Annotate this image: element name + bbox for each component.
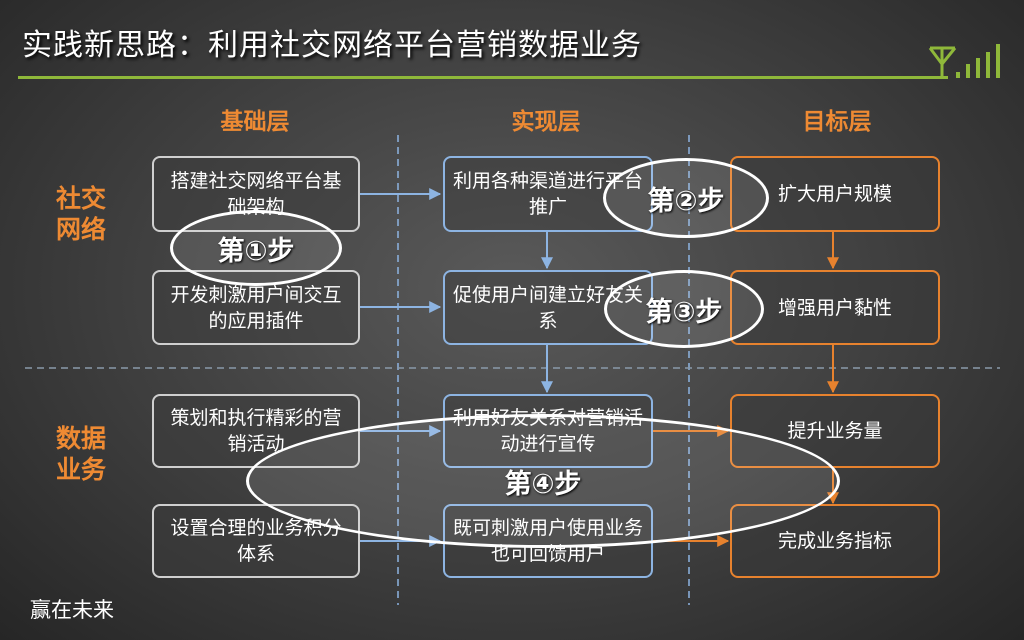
base-box-4: 设置合理的业务积分体系 — [152, 504, 360, 578]
goal-box-4: 完成业务指标 — [730, 504, 940, 578]
page-title: 实践新思路：利用社交网络平台营销数据业务 — [22, 28, 642, 63]
step-1-ellipse: 第①步 — [170, 210, 342, 286]
goal-box-2: 增强用户黏性 — [730, 270, 940, 345]
step-3-ellipse: 第③步 — [604, 270, 764, 348]
title-underline — [18, 76, 948, 79]
base-box-3: 策划和执行精彩的营销活动 — [152, 394, 360, 468]
row-header-data: 数据业务 — [56, 424, 107, 484]
row-header-social: 社交网络 — [56, 184, 107, 244]
column-header-goal: 目标层 — [802, 109, 872, 135]
footer-slogan: 赢在未来 — [30, 598, 114, 622]
column-header-impl: 实现层 — [511, 109, 581, 135]
step-4-ellipse: 第④步 — [246, 414, 840, 548]
step-2-ellipse: 第②步 — [603, 158, 769, 238]
column-header-base: 基础层 — [220, 109, 290, 135]
